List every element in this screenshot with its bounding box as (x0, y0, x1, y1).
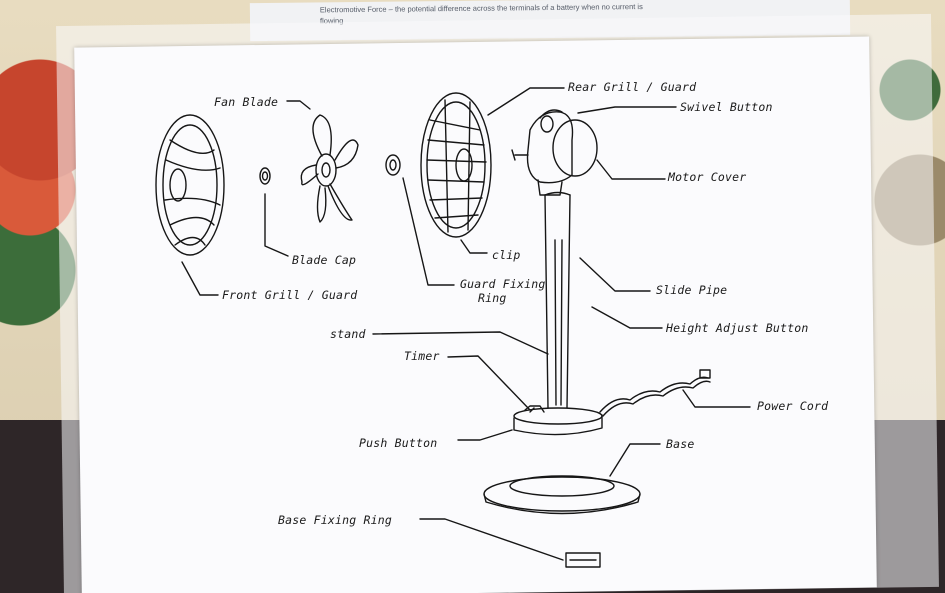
blade-cap-drawing (259, 167, 271, 185)
rear-grill-drawing (420, 92, 492, 238)
label-base: Base (666, 437, 695, 451)
label-push-button: Push Button (359, 436, 438, 450)
label-height-adjust-button: Height Adjust Button (666, 321, 809, 335)
base-drawing (483, 475, 641, 515)
fan-blade-drawing (300, 114, 359, 223)
label-guard-fixing-ring-line2: Ring (478, 291, 507, 305)
label-base-fixing-ring: Base Fixing Ring (278, 513, 392, 527)
label-fan-blade: Fan Blade (214, 95, 279, 109)
label-timer: Timer (404, 349, 440, 363)
label-swivel-button: Swivel Button (680, 100, 773, 114)
base-fixing-ring-drawing (565, 552, 601, 568)
label-slide-pipe: Slide Pipe (656, 283, 728, 297)
front-grill-drawing (155, 114, 225, 256)
label-stand: stand (330, 327, 366, 341)
label-blade-cap: Blade Cap (292, 253, 357, 267)
label-leader-lines (181, 87, 751, 561)
label-clip: clip (492, 248, 521, 262)
motor-head-drawing (511, 109, 598, 196)
stand-pole-drawing (544, 191, 571, 409)
label-front-grill: Front Grill / Guard (222, 288, 358, 302)
label-rear-grill: Rear Grill / Guard (568, 80, 697, 94)
label-power-cord: Power Cord (757, 399, 829, 413)
label-motor-cover: Motor Cover (668, 170, 747, 184)
stand-base-plate-drawing (513, 405, 603, 436)
guard-fixing-ring-drawing (385, 154, 401, 176)
power-cord-drawing (599, 369, 711, 417)
label-guard-fixing-ring-line1: Guard Fixing (460, 277, 546, 291)
